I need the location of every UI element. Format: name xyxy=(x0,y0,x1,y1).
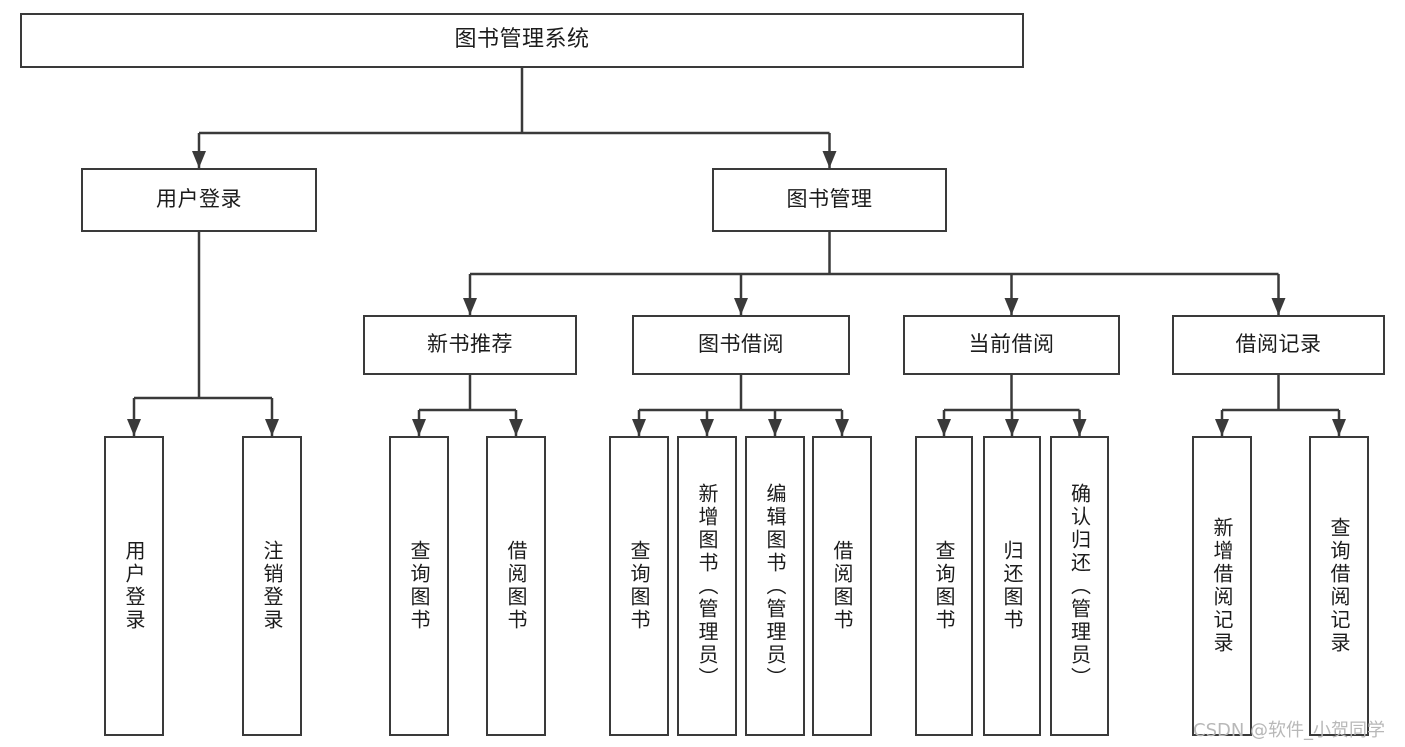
node-leaf-bw-query[interactable]: 查询图书 xyxy=(609,436,669,736)
node-newbook[interactable]: 新书推荐 xyxy=(363,315,577,375)
edge-arrowhead-current xyxy=(1004,298,1019,315)
node-label-leaf-logout: 注销登录 xyxy=(260,540,284,632)
node-label-bookmgmt: 图书管理 xyxy=(786,187,873,212)
edge-arrowhead-leaf-login xyxy=(127,419,141,436)
node-leaf-rc-query[interactable]: 查询借阅记录 xyxy=(1309,436,1369,736)
node-label-leaf-rc-query: 查询借阅记录 xyxy=(1327,517,1351,655)
node-bookmgmt[interactable]: 图书管理 xyxy=(712,168,947,232)
node-label-login: 用户登录 xyxy=(156,187,242,212)
edge-arrowhead-newbook xyxy=(463,298,477,315)
node-root[interactable]: 图书管理系统 xyxy=(20,13,1024,68)
node-leaf-cb-conf[interactable]: 确认归还（管理员） xyxy=(1050,436,1109,736)
node-label-leaf-cb-query: 查询图书 xyxy=(932,540,956,632)
edge-arrowhead-login xyxy=(192,151,206,168)
edge-arrowhead-leaf-bw-add xyxy=(700,419,714,436)
csdn-watermark: CSDN @软件_小贺同学 xyxy=(1193,720,1386,741)
node-login[interactable]: 用户登录 xyxy=(81,168,317,232)
node-leaf-logout[interactable]: 注销登录 xyxy=(242,436,302,736)
node-leaf-cb-query[interactable]: 查询图书 xyxy=(915,436,973,736)
edge-arrowhead-leaf-bw-edit xyxy=(768,419,782,436)
node-label-root: 图书管理系统 xyxy=(454,27,590,53)
node-label-current: 当前借阅 xyxy=(968,332,1055,357)
node-label-leaf-nb-borrow: 借阅图书 xyxy=(504,540,528,632)
edge-arrowhead-leaf-cb-query xyxy=(937,419,951,436)
node-leaf-nb-borrow[interactable]: 借阅图书 xyxy=(486,436,546,736)
edge-arrowhead-records xyxy=(1271,298,1286,315)
edge-arrowhead-bookmgmt xyxy=(822,151,837,168)
node-leaf-bw-borrow[interactable]: 借阅图书 xyxy=(812,436,872,736)
edge-arrowhead-leaf-rc-add xyxy=(1215,419,1229,436)
edge-arrowhead-borrow xyxy=(734,298,748,315)
edge-arrowhead-leaf-nb-borrow xyxy=(509,419,523,436)
node-label-leaf-cb-conf: 确认归还（管理员） xyxy=(1067,482,1092,690)
edge-arrowhead-leaf-rc-query xyxy=(1332,419,1346,436)
node-borrow[interactable]: 图书借阅 xyxy=(632,315,850,375)
node-label-newbook: 新书推荐 xyxy=(427,332,513,357)
edge-arrowhead-leaf-cb-conf xyxy=(1072,419,1087,436)
node-leaf-bw-edit[interactable]: 编辑图书（管理员） xyxy=(745,436,805,736)
node-label-leaf-login: 用户登录 xyxy=(122,540,146,632)
node-label-leaf-bw-add: 新增图书（管理员） xyxy=(695,482,719,690)
node-label-leaf-nb-query: 查询图书 xyxy=(407,540,431,632)
edge-arrowhead-leaf-cb-return xyxy=(1005,419,1019,436)
node-label-borrow: 图书借阅 xyxy=(698,332,784,357)
node-leaf-cb-return[interactable]: 归还图书 xyxy=(983,436,1041,736)
edge-arrowhead-leaf-nb-query xyxy=(412,419,426,436)
node-label-leaf-bw-query: 查询图书 xyxy=(627,540,651,632)
node-label-leaf-bw-edit: 编辑图书（管理员） xyxy=(763,482,787,690)
edge-arrowhead-leaf-bw-borrow xyxy=(835,419,849,436)
node-leaf-login[interactable]: 用户登录 xyxy=(104,436,164,736)
node-leaf-nb-query[interactable]: 查询图书 xyxy=(389,436,449,736)
node-label-records: 借阅记录 xyxy=(1235,332,1322,357)
node-records[interactable]: 借阅记录 xyxy=(1172,315,1385,375)
node-label-leaf-cb-return: 归还图书 xyxy=(1000,540,1024,632)
node-label-leaf-bw-borrow: 借阅图书 xyxy=(830,540,854,632)
node-current[interactable]: 当前借阅 xyxy=(903,315,1120,375)
node-leaf-bw-add[interactable]: 新增图书（管理员） xyxy=(677,436,737,736)
node-label-leaf-rc-add: 新增借阅记录 xyxy=(1210,517,1234,655)
edge-arrowhead-leaf-bw-query xyxy=(632,419,646,436)
edge-arrowhead-leaf-logout xyxy=(265,419,279,436)
node-leaf-rc-add[interactable]: 新增借阅记录 xyxy=(1192,436,1252,736)
